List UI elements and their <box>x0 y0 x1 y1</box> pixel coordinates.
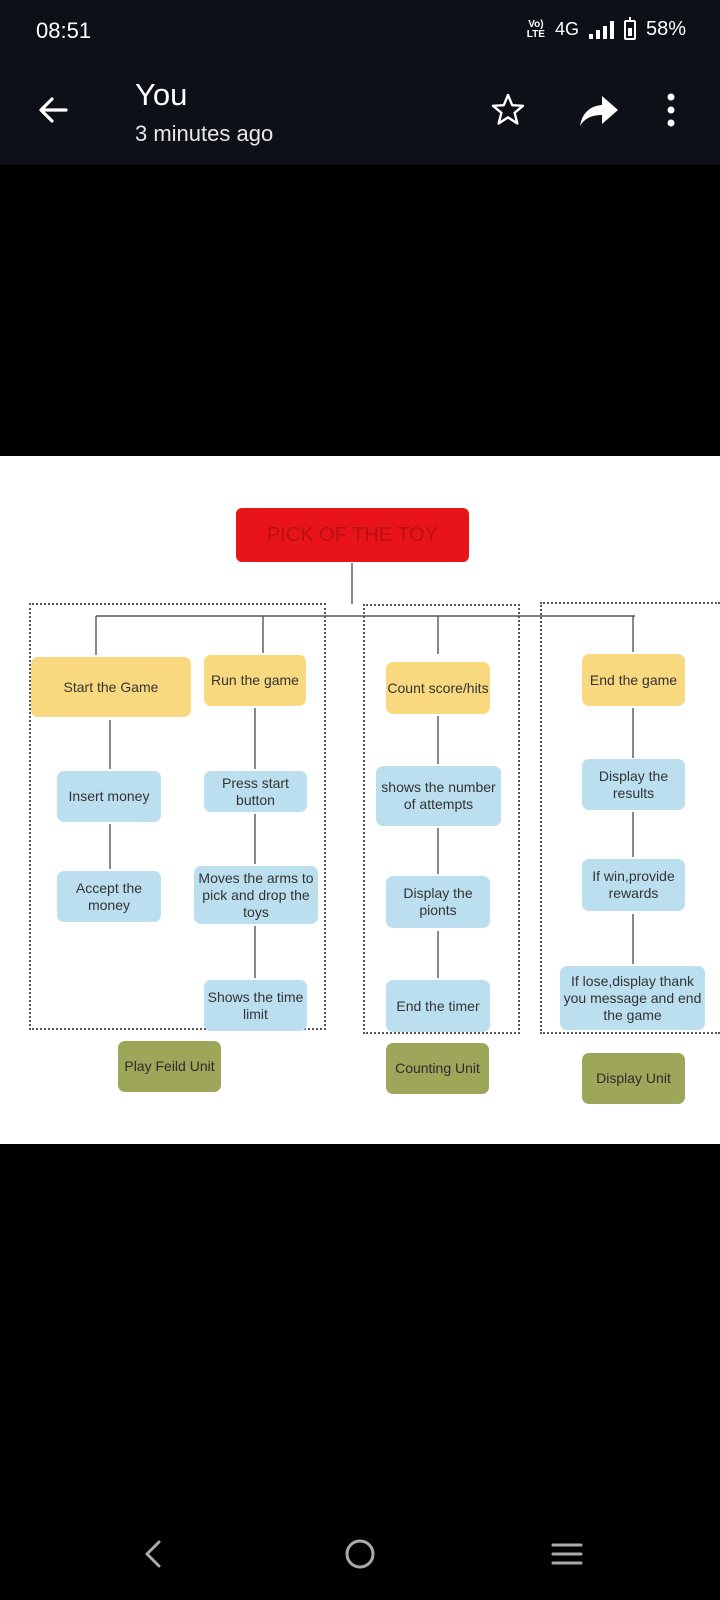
display-group <box>540 602 720 1034</box>
battery-icon <box>623 16 636 40</box>
status-indicators: Vo) LTE 4G 58% <box>526 16 686 41</box>
attempts-box: shows the number of attempts <box>376 766 501 826</box>
run-game-box: Run the game <box>204 655 306 706</box>
counting-unit-label: Counting Unit <box>386 1043 489 1094</box>
app-bar: You 3 minutes ago <box>0 62 720 165</box>
connector-lines <box>95 563 635 978</box>
counting-group <box>363 604 520 1034</box>
accept-money-box: Accept the money <box>57 871 161 922</box>
play-field-unit-label: Play Feild Unit <box>118 1041 221 1092</box>
home-nav-icon[interactable] <box>336 1530 384 1578</box>
end-timer-box: End the timer <box>386 980 490 1032</box>
start-game-box: Start the Game <box>31 657 191 717</box>
diagram-title: PICK OF THE TOY <box>236 508 469 562</box>
network-type: 4G <box>554 19 579 39</box>
share-icon[interactable] <box>578 94 620 128</box>
back-nav-icon[interactable] <box>130 1530 178 1578</box>
display-results-box: Display the results <box>582 759 685 810</box>
points-box: Display the pionts <box>386 876 490 928</box>
recents-nav-icon[interactable] <box>543 1530 591 1578</box>
battery-percent: 58% <box>645 18 686 40</box>
timestamp: 3 minutes ago <box>135 121 274 146</box>
time-limit-box: Shows the time limit <box>204 980 307 1031</box>
win-rewards-box: If win,provide rewards <box>582 859 685 911</box>
end-game-box: End the game <box>582 654 685 706</box>
more-vert-icon[interactable] <box>664 92 678 128</box>
back-arrow-icon[interactable] <box>34 90 74 130</box>
signal-icon <box>588 20 614 39</box>
shared-image[interactable]: PICK OF THE TOY Start the Game Insert mo… <box>0 456 720 1144</box>
play-field-group <box>29 603 326 1030</box>
status-time: 08:51 <box>36 18 92 43</box>
volte-bottom: LTE <box>526 28 545 40</box>
volte-icon: Vo) LTE <box>526 18 545 40</box>
count-score-box: Count score/hits <box>386 662 490 714</box>
system-nav-bar <box>0 1504 720 1600</box>
star-icon[interactable] <box>490 92 526 128</box>
volte-top: Vo) <box>528 18 544 30</box>
status-bar: 08:51 Vo) LTE 4G 58% <box>0 0 720 62</box>
insert-money-box: Insert money <box>57 771 161 822</box>
moves-arms-box: Moves the arms to pick and drop the toys <box>194 866 318 924</box>
lose-message-box: If lose,display thank you message and en… <box>560 966 705 1030</box>
sender-name: You <box>135 77 188 112</box>
display-unit-label: Display Unit <box>582 1053 685 1104</box>
press-start-box: Press start button <box>204 771 307 812</box>
